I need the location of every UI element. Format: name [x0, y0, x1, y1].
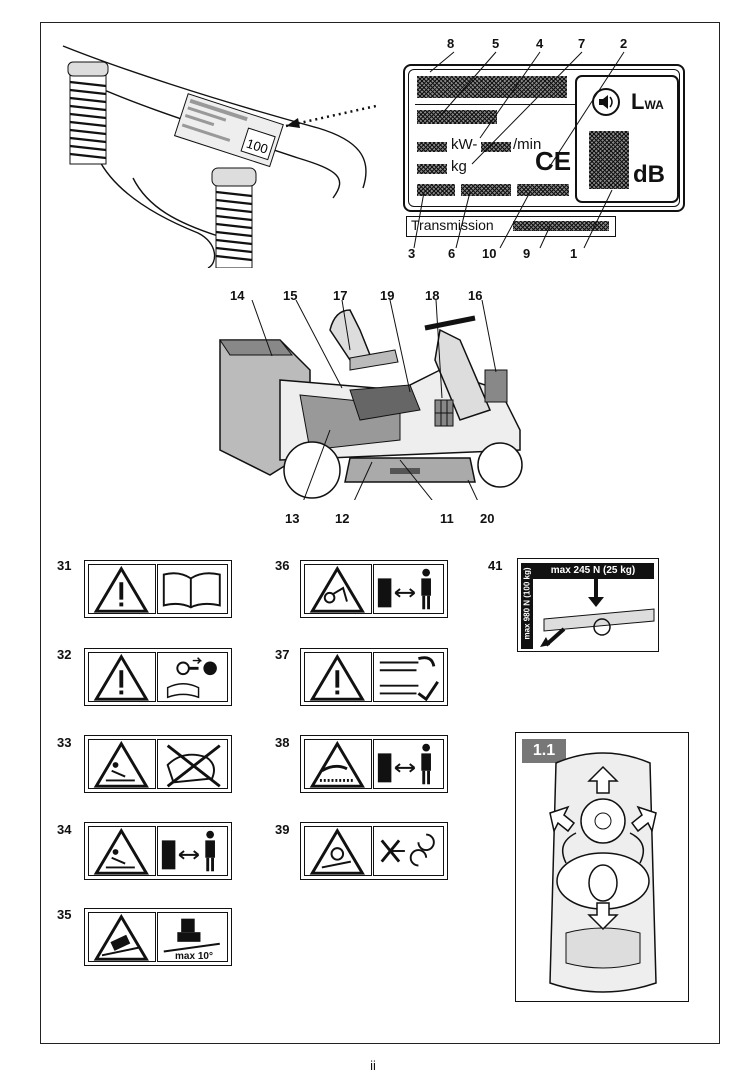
callout-20: 20	[480, 511, 494, 526]
thrown-objects-icon	[96, 831, 146, 873]
runover-icon	[312, 569, 362, 611]
key-removal-icon	[168, 658, 217, 698]
top-view-operator-drawing	[516, 733, 689, 1002]
sign-35-number: 35	[57, 907, 71, 922]
sign-41-number: 41	[488, 558, 502, 573]
sign-38	[300, 735, 448, 793]
towbar-load-icon	[534, 579, 658, 651]
mower-drawing	[200, 300, 540, 500]
callout-14: 14	[230, 288, 244, 303]
slope-caption: max 10°	[157, 951, 231, 962]
keep-distance-icon	[378, 569, 431, 610]
label-location-drawing: 100	[58, 28, 378, 268]
sign-37-number: 37	[275, 647, 289, 662]
sign-31	[84, 560, 232, 618]
lever-icon	[380, 658, 438, 700]
keep-distance-icon	[162, 831, 215, 872]
sign-34	[84, 822, 232, 880]
sign-33-number: 33	[57, 735, 71, 750]
warning-icon	[96, 569, 146, 611]
callout-11: 11	[440, 511, 454, 526]
callout-15: 15	[283, 288, 297, 303]
callout-18: 18	[425, 288, 439, 303]
sign-33	[84, 735, 232, 793]
sign-39	[300, 822, 448, 880]
page-number: ii	[0, 1058, 746, 1073]
sign-36-number: 36	[275, 558, 289, 573]
callout-16: 16	[468, 288, 482, 303]
sign-34-number: 34	[57, 822, 71, 837]
sign-32	[84, 648, 232, 706]
callout-19: 19	[380, 288, 394, 303]
callout-17: 17	[333, 288, 347, 303]
machine-label-icon: 100	[175, 94, 284, 167]
spring-knob-left-icon	[68, 62, 108, 164]
entanglement-icon	[312, 831, 362, 873]
sign-31-number: 31	[57, 558, 71, 573]
no-rotate-icon	[382, 835, 434, 866]
no-discharge-icon	[168, 746, 220, 787]
slope-icon	[164, 919, 220, 952]
sign-36	[300, 560, 448, 618]
overturn-icon	[96, 917, 146, 959]
sign-32-number: 32	[57, 647, 71, 662]
plate-leader-lines	[400, 46, 660, 258]
sign-39-number: 39	[275, 822, 289, 837]
sign-41-side-text: max 980 N (100 kg)	[523, 562, 532, 646]
sign-35: max 10°	[84, 908, 232, 966]
sign-41-top-text: max 245 N (25 kg)	[532, 563, 654, 579]
sign-41: max 245 N (25 kg) max 980 N (100 kg)	[517, 558, 659, 652]
keep-distance-icon	[378, 744, 431, 785]
blade-hand-icon	[312, 744, 362, 786]
figure-1-1: 1.1	[515, 732, 689, 1002]
callout-13: 13	[285, 511, 299, 526]
callout-12: 12	[335, 511, 349, 526]
spring-knob-right-icon	[212, 168, 256, 268]
warning-icon	[312, 657, 362, 699]
sign-38-number: 38	[275, 735, 289, 750]
sign-37	[300, 648, 448, 706]
thrown-objects-icon	[96, 744, 146, 786]
warning-icon	[96, 657, 146, 699]
manual-book-icon	[164, 573, 220, 607]
